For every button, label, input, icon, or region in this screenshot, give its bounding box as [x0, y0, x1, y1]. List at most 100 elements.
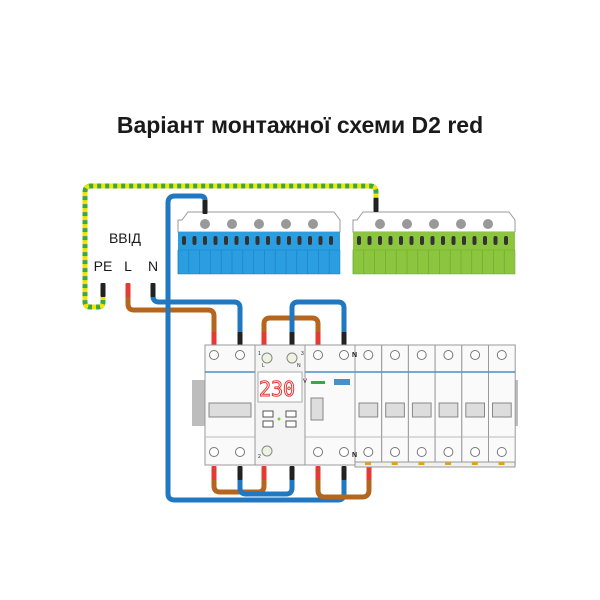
- bus-hole: [255, 236, 260, 245]
- terminal-screw: [363, 447, 374, 457]
- bus-hole: [504, 236, 508, 245]
- bus-screw: [483, 219, 493, 229]
- menu-button[interactable]: [262, 420, 274, 428]
- bus-hole: [276, 236, 281, 245]
- page-title: Варіант монтажної схеми D2 red: [116, 112, 484, 138]
- terminal-screw: [313, 447, 323, 457]
- relay-unit: V: [303, 379, 307, 385]
- breaker-lever[interactable]: [465, 402, 485, 418]
- status-led: [277, 417, 281, 421]
- breaker-lever[interactable]: [411, 402, 432, 418]
- rcd-n-label-top: N: [352, 352, 357, 359]
- breaker-lever[interactable]: [492, 402, 512, 418]
- bus-hole: [462, 236, 466, 245]
- bus-hole: [493, 236, 498, 245]
- wire-ferrule: [150, 283, 156, 297]
- phase-input-wire: [125, 287, 217, 338]
- bus-screw: [227, 219, 237, 229]
- bus-hole: [192, 236, 197, 245]
- minus-button[interactable]: [262, 410, 274, 418]
- rcd-n-label-bottom: N: [352, 452, 357, 459]
- double-pole-breaker: [204, 344, 256, 466]
- wire-ferrule: [211, 332, 217, 346]
- bus-hole: [483, 236, 487, 245]
- breaker-lever[interactable]: [358, 402, 379, 418]
- terminal-screw: [416, 447, 427, 457]
- rcd-lever[interactable]: [310, 397, 324, 421]
- bus-screw: [254, 219, 264, 229]
- circuit-breaker: [488, 344, 516, 466]
- bus-screw: [281, 219, 291, 229]
- terminal-screw: [209, 350, 219, 360]
- neutral-input-wire: [150, 287, 243, 338]
- plus-button[interactable]: [285, 410, 297, 418]
- bus-hole: [441, 236, 445, 245]
- terminal-screw: [496, 350, 507, 360]
- test-button[interactable]: [334, 379, 350, 385]
- terminal-screw: [416, 350, 427, 360]
- relay-num-3: 3: [301, 351, 304, 357]
- din-rail-left: [192, 380, 206, 426]
- bus-hole: [329, 236, 333, 245]
- wire-ferrule: [289, 332, 295, 346]
- l-label: L: [124, 258, 132, 274]
- terminal-screw: [339, 447, 349, 457]
- relay-num-1: 1: [258, 351, 261, 357]
- wire-ferrule: [261, 332, 267, 346]
- pe-wire: [82, 183, 379, 310]
- bus-hole: [318, 236, 323, 245]
- circuit-breaker: [354, 344, 383, 466]
- circuit-breaker: [407, 344, 436, 466]
- n-label: N: [148, 258, 158, 274]
- terminal-screw: [470, 350, 481, 360]
- bus-hole: [203, 236, 207, 245]
- power-button[interactable]: [285, 420, 297, 428]
- bus-hole: [388, 236, 393, 245]
- relay-display: 230: [259, 377, 295, 401]
- bus-hole: [451, 236, 456, 245]
- bus-hole: [420, 236, 424, 245]
- terminal-screw: [363, 350, 374, 360]
- wire-ferrule: [100, 283, 106, 297]
- wire-ferrule: [315, 332, 321, 346]
- neutral-loop-top: [289, 299, 347, 338]
- wire-ferrule: [289, 466, 295, 480]
- bus-screw: [402, 219, 412, 229]
- neutral-loop-bottom: [237, 477, 295, 497]
- bus-screw: [375, 219, 385, 229]
- terminal-screw: [339, 350, 349, 360]
- wire-ferrule: [125, 283, 131, 297]
- relay-term-n: N: [297, 363, 301, 369]
- wire-ferrule: [366, 466, 372, 480]
- terminal-screw: [209, 447, 219, 457]
- wire-ferrule: [211, 466, 217, 480]
- bus-hole: [357, 236, 361, 245]
- terminal-screw: [235, 350, 245, 360]
- terminal-screw: [390, 447, 400, 457]
- bus-hole: [213, 236, 218, 245]
- bus-hole: [182, 236, 186, 245]
- circuit-breaker: [434, 344, 463, 466]
- wire-ferrule: [315, 466, 321, 480]
- circuit-breaker: [461, 344, 489, 466]
- bus-hole: [308, 236, 312, 245]
- terminal-screw: [443, 350, 454, 360]
- bus-screw: [456, 219, 466, 229]
- bus-hole: [430, 236, 435, 245]
- breaker-lever[interactable]: [208, 402, 252, 418]
- wire-ferrule: [373, 198, 379, 212]
- breaker-lever[interactable]: [438, 402, 459, 418]
- wire-ferrule: [202, 200, 208, 214]
- bus-hole: [297, 236, 302, 245]
- breaker-lever[interactable]: [385, 402, 405, 418]
- terminal-screw: [235, 447, 245, 457]
- terminal-screw: [313, 350, 323, 360]
- bus-hole: [367, 236, 372, 245]
- wire-ferrule: [237, 466, 243, 480]
- bus-hole: [266, 236, 270, 245]
- wire-ferrule: [341, 332, 347, 346]
- terminal-screw: [470, 447, 481, 457]
- terminal-screw: [496, 447, 507, 457]
- phase-out-loop: [315, 469, 372, 500]
